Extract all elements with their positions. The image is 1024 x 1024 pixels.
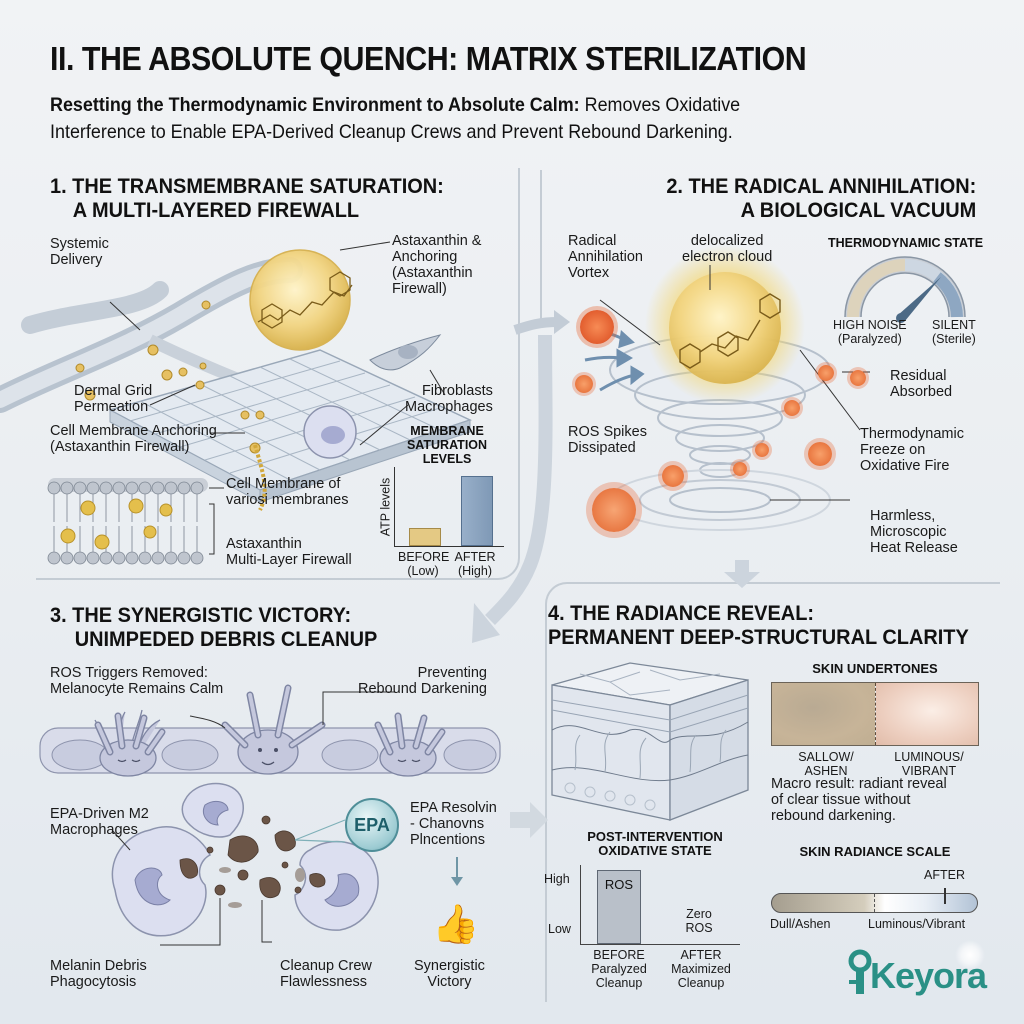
radiance-scale-bar xyxy=(771,888,978,913)
page-title: II. THE ABSOLUTE QUENCH: MATRIX STERILIZ… xyxy=(50,40,807,77)
flow-arrow-2-to-3 xyxy=(472,334,553,643)
macrophage-debris-illustration xyxy=(111,782,379,946)
panel-2-border xyxy=(540,170,556,320)
label-ros-triggers: ROS Triggers Removed:Melanocyte Remains … xyxy=(50,665,224,697)
ros-particle-icon xyxy=(580,310,614,344)
radiance-scale-title: SKIN RADIANCE SCALE xyxy=(799,844,951,859)
undertones-title: SKIN UNDERTONES xyxy=(812,661,938,676)
flow-arrow-3-to-4 xyxy=(510,802,548,838)
radiance-left-label: Dull/Ashen xyxy=(770,917,831,931)
chart-membrane-saturation xyxy=(394,467,504,547)
down-arrow-icon xyxy=(451,857,463,886)
subtitle-rest: Removes Oxidative xyxy=(579,94,741,116)
radiance-right-label: Luminous/Vibrant xyxy=(868,917,966,931)
chart-ylabel-atp: ATP levels xyxy=(378,477,393,537)
bar-before-ros: ROS xyxy=(597,870,641,944)
radiance-after-marker xyxy=(944,888,946,904)
page-subtitle: Resetting the Thermodynamic Environment … xyxy=(50,92,933,146)
ros-particle-icon xyxy=(818,365,834,381)
chart-y-high: High xyxy=(544,872,570,886)
skin-cross-section-illustration xyxy=(551,662,749,821)
epa-badge: EPA xyxy=(345,798,399,852)
swatch-sallow xyxy=(772,683,875,745)
ros-particle-icon xyxy=(784,400,800,416)
epa-badge-label: EPA xyxy=(354,814,390,835)
ros-particle-icon xyxy=(850,370,866,386)
gauge-right-label: SILENT(Sterile) xyxy=(932,318,976,346)
ros-particle-icon xyxy=(733,462,747,476)
thumbs-up-icon: 👍 xyxy=(432,904,480,946)
undertones-swatch xyxy=(771,682,979,746)
ros-particle-icon xyxy=(662,465,684,487)
flow-arrow-2-to-4 xyxy=(724,560,760,588)
panel-4-title: 4. THE RADIANCE REVEAL: PERMANENT DEEP-S… xyxy=(548,602,969,649)
ros-particle-icon xyxy=(592,488,636,532)
panel-2-title: 2. THE RADICAL ANNIHILATION: A BIOLOGICA… xyxy=(666,175,976,222)
bar-after-high xyxy=(461,476,493,546)
thermodynamic-gauge xyxy=(844,256,966,323)
key-icon xyxy=(848,949,872,994)
gauge-left-label: HIGH NOISE(Paralyzed) xyxy=(833,318,907,346)
dermal-grid-illustration xyxy=(0,241,473,511)
subtitle-bold: Resetting the Thermodynamic Environment … xyxy=(50,94,580,116)
brand-logo: Keyora xyxy=(846,946,987,996)
radiance-marker-label: AFTER xyxy=(924,868,965,882)
chart-cat-after: AFTER(High) xyxy=(454,550,496,578)
radiance-midline xyxy=(874,894,875,912)
melanocyte-layer-illustration xyxy=(39,684,501,777)
chart-y-low: Low xyxy=(548,922,571,936)
label-cell-membrane-anchoring: Cell Membrane Anchoring(Astaxanthin Fire… xyxy=(50,423,217,455)
undertone-left-label: SALLOW/ASHEN xyxy=(798,750,854,778)
gauge-title: THERMODYNAMIC STATE xyxy=(828,236,984,250)
panel-3-title: 3. THE SYNERGISTIC VICTORY: UNIMPEDED DE… xyxy=(50,604,378,651)
panel-1-title: 1. THE TRANSMEMBRANE SATURATION: A MULTI… xyxy=(50,175,444,222)
chart-cat-before: BEFORE(Low) xyxy=(398,550,450,578)
ros-particle-icon xyxy=(575,375,593,393)
flow-arrow-1-to-2 xyxy=(513,310,570,335)
undertone-right-label: LUMINOUS/VIBRANT xyxy=(894,750,964,778)
vortex-illustration xyxy=(584,245,870,531)
bar-before-low xyxy=(409,528,441,546)
lipid-bilayer-illustration xyxy=(47,478,224,565)
swatch-divider xyxy=(874,683,876,745)
bar-before-label: ROS xyxy=(604,877,634,892)
subtitle-line2: Interference to Enable EPA-Derived Clean… xyxy=(50,121,733,143)
ros-particle-icon xyxy=(755,443,769,457)
swatch-luminous xyxy=(875,683,978,745)
ros-particle-icon xyxy=(808,442,832,466)
